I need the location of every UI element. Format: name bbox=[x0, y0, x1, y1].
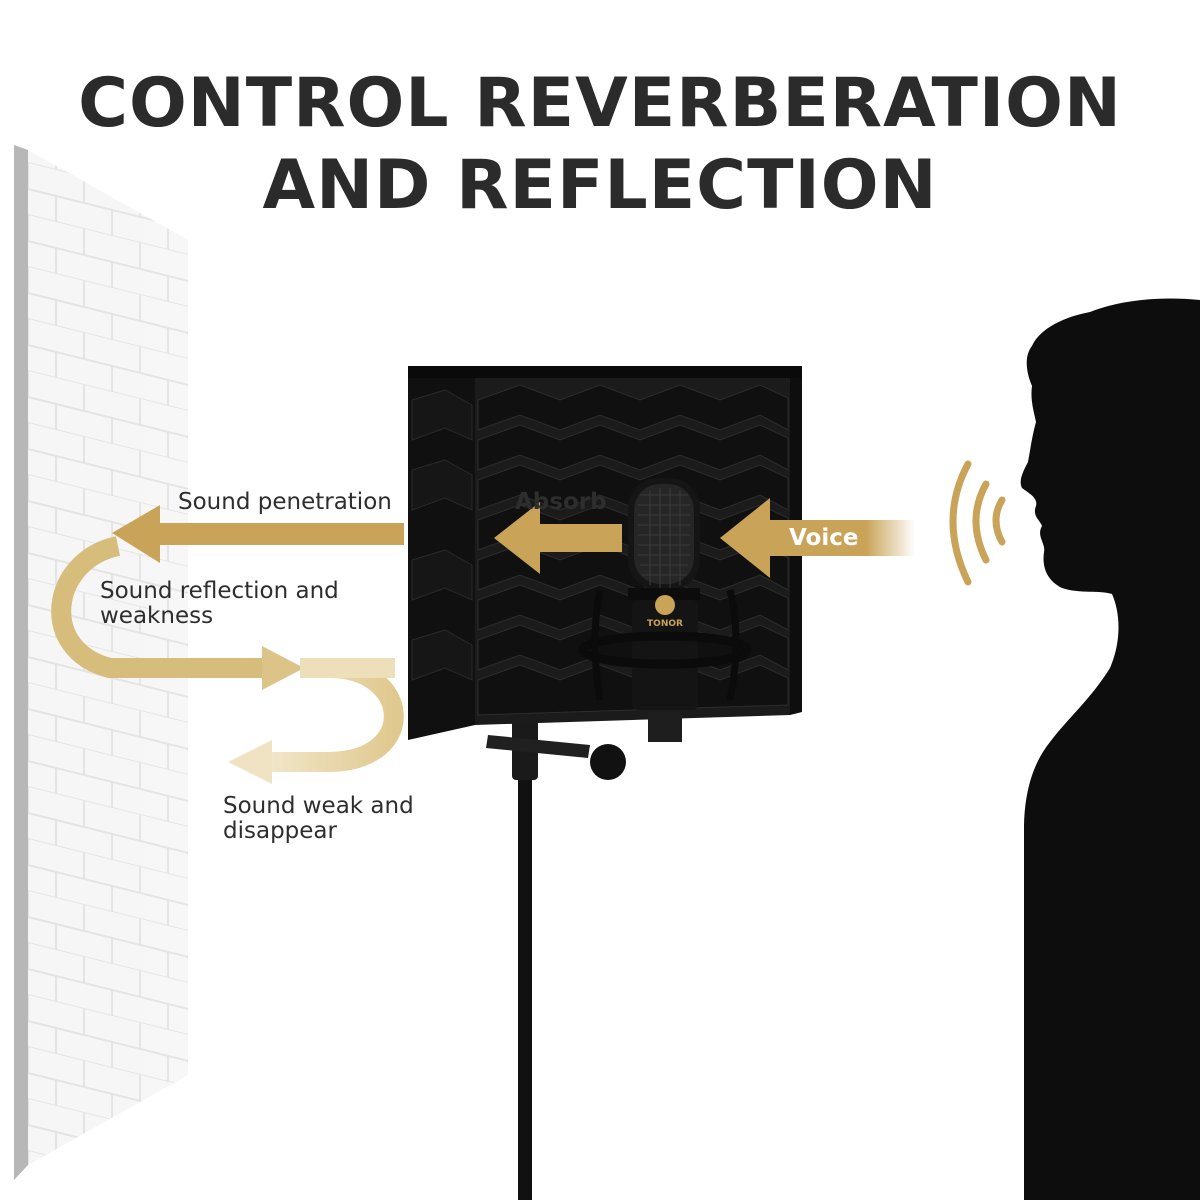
condenser-microphone: TONOR bbox=[578, 478, 752, 742]
headline-line-2: AND REFLECTION bbox=[262, 146, 938, 225]
label-sound-penetration: Sound penetration bbox=[178, 489, 392, 515]
label-sound-reflection: Sound reflection and weakness bbox=[100, 579, 339, 629]
label-sound-weak: Sound weak and disappear bbox=[223, 794, 414, 844]
arrow-left-icon bbox=[112, 505, 404, 563]
sound-wave-icon bbox=[949, 460, 1006, 586]
arrow-left-icon bbox=[494, 502, 622, 574]
label-voice: Voice bbox=[789, 525, 859, 551]
arrow-left-icon bbox=[720, 498, 915, 578]
label-sound-weak-line-1: Sound weak and bbox=[223, 793, 414, 819]
mic-brand: TONOR bbox=[647, 619, 683, 629]
label-sound-reflection-line-2: weakness bbox=[100, 603, 214, 629]
label-sound-reflection-line-1: Sound reflection and bbox=[100, 578, 339, 604]
person-silhouette bbox=[1020, 298, 1200, 1200]
label-sound-weak-line-2: disappear bbox=[223, 818, 337, 844]
mic-stand bbox=[486, 720, 626, 1200]
headline-line-1: CONTROL REVERBERATION bbox=[78, 64, 1122, 143]
label-absorb: Absorb bbox=[515, 489, 607, 515]
